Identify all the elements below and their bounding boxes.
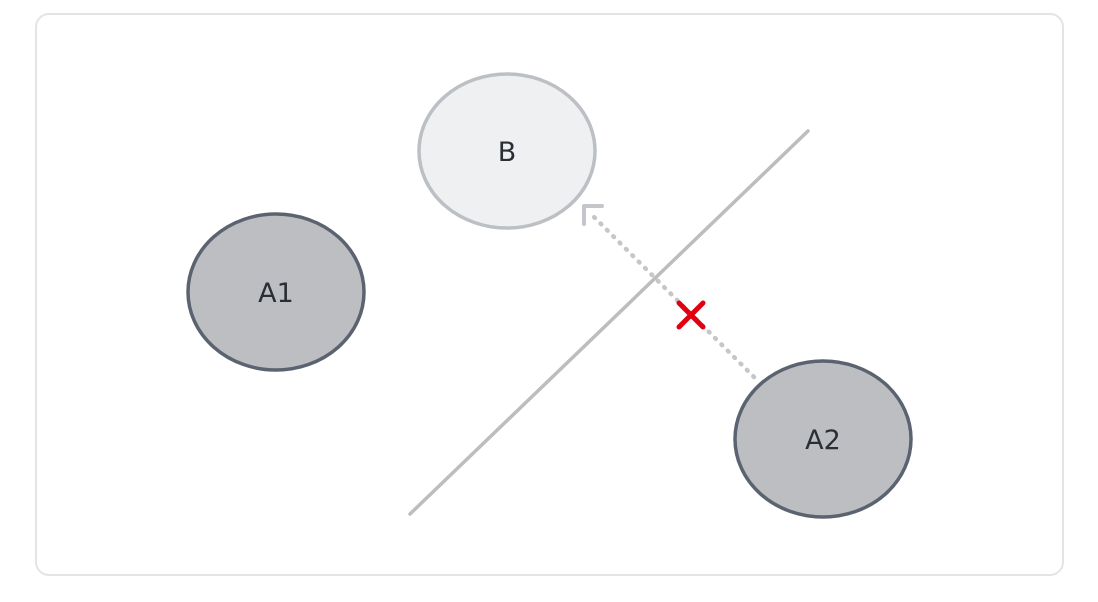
divider-line <box>408 129 810 516</box>
node-a2[interactable]: A2 <box>733 359 913 519</box>
node-a1-label: A1 <box>258 278 294 309</box>
blocked-arrow-head <box>582 204 604 226</box>
blocked-arrow-line <box>587 210 757 380</box>
node-b-label: B <box>498 137 517 168</box>
node-a2-label: A2 <box>805 425 841 456</box>
x-mark-icon <box>676 300 706 330</box>
node-a1[interactable]: A1 <box>186 212 366 372</box>
node-b[interactable]: B <box>417 72 597 230</box>
